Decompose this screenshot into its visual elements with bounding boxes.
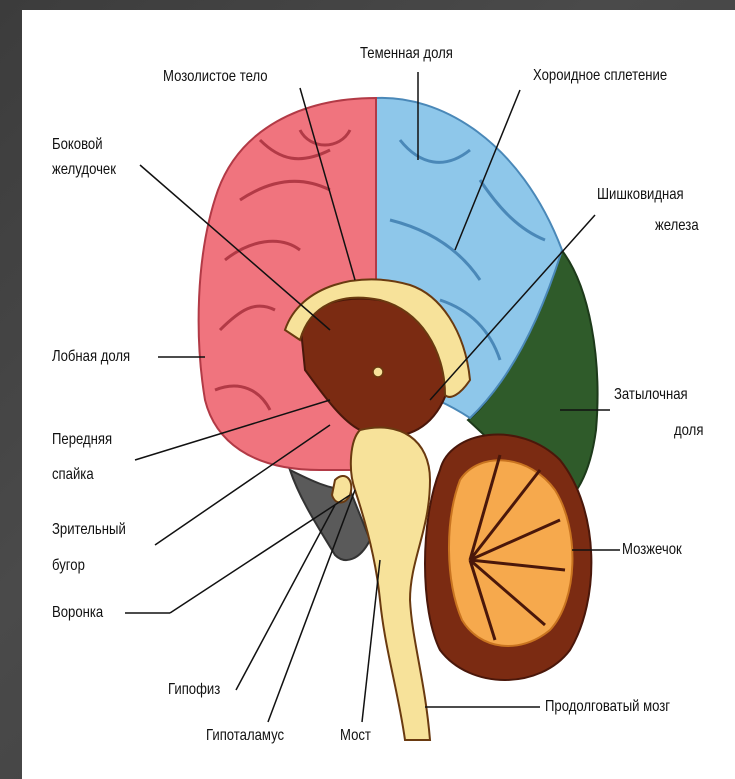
label-zritelny-2: бугор [52,554,85,578]
label-zatylochnaya-2: доля [674,419,703,443]
label-khoroidnoe-spletenie: Хороидное сплетение [533,64,667,88]
label-most: Мост [340,724,371,748]
pituitary [332,476,351,503]
label-voronka: Воронка [52,601,103,625]
label-bokovoy-1: Боковой [52,133,103,157]
label-mozzhechok: Мозжечок [622,538,682,562]
label-zatylochnaya-1: Затылочная [614,383,688,407]
cerebellum-inner [449,460,572,646]
label-perednyaya-2: спайка [52,463,94,487]
label-shishkovidnaya-2: железа [655,214,699,238]
label-mozolistoe-telo: Мозолистое тело [163,65,268,89]
pineal-gland [373,367,383,377]
label-bokovoy-2: желудочек [52,158,116,182]
brainstem [351,427,430,740]
label-gipofiz: Гипофиз [168,678,220,702]
label-temennaya-dolya: Теменная доля [360,42,453,66]
label-shishkovidnaya-1: Шишковидная [597,183,684,207]
label-zritelny-1: Зрительный [52,518,126,542]
label-gipotalamus: Гипоталамус [206,724,284,748]
label-lobnaya-dolya: Лобная доля [52,345,130,369]
label-perednyaya-1: Передняя [52,428,112,452]
label-prodolgovaty: Продолговатый мозг [545,695,670,719]
